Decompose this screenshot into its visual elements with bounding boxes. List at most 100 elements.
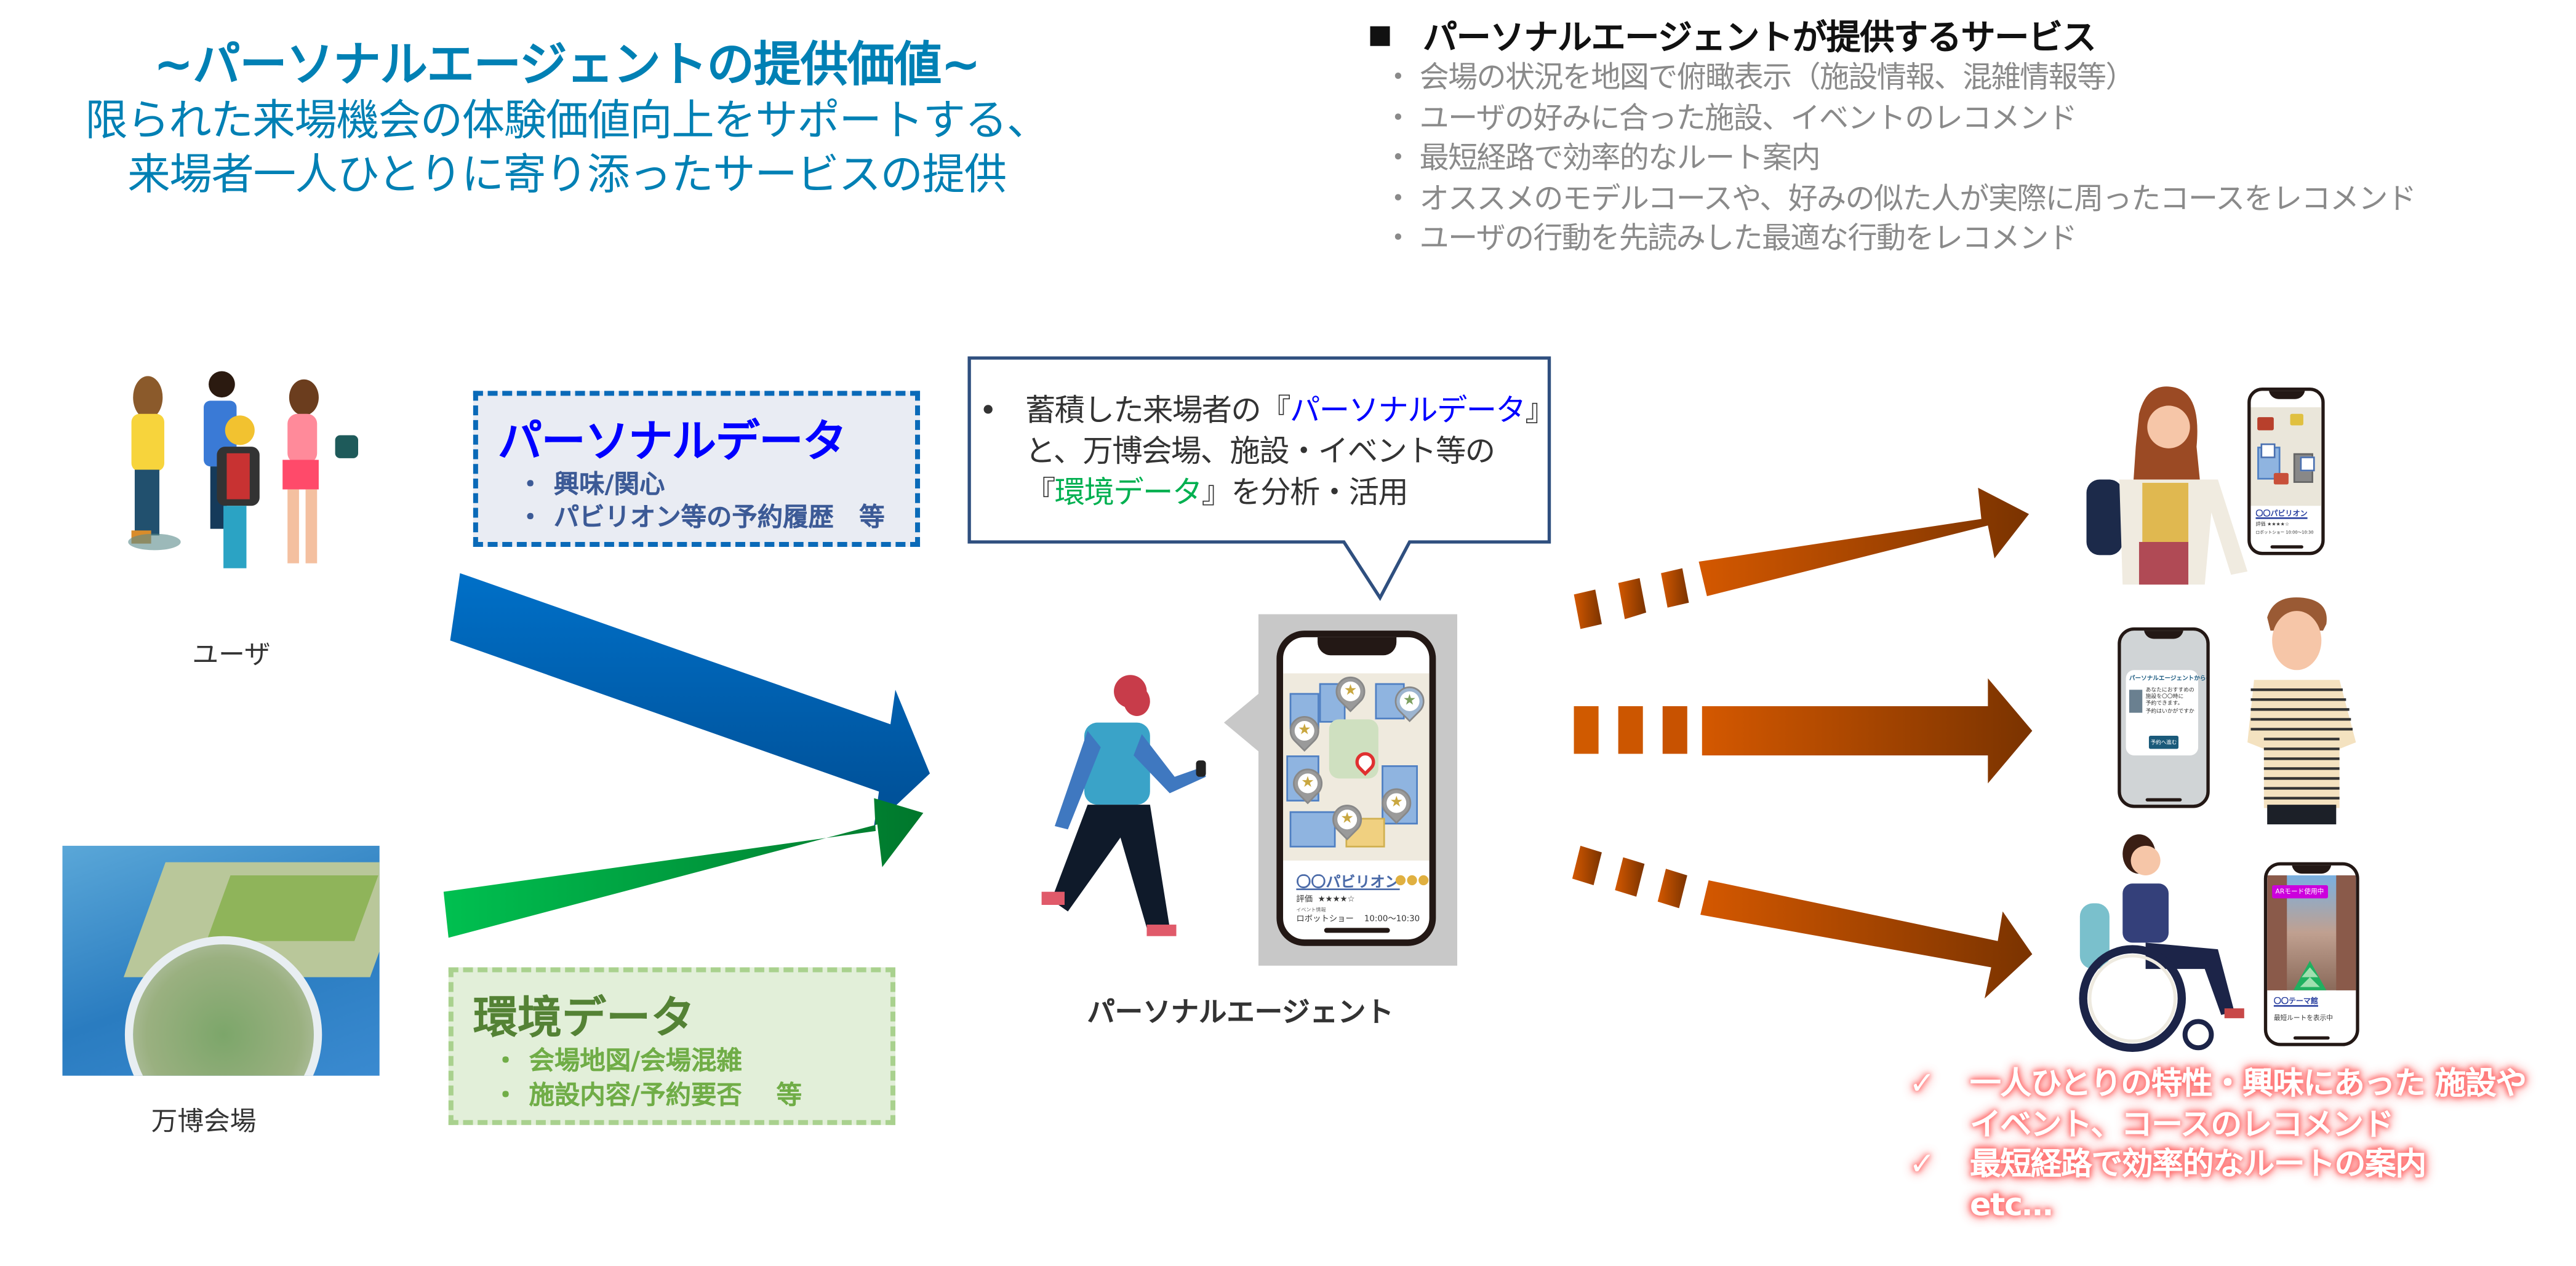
analysis-text: •蓄積した来場者の『パーソナルデータ』 と、万博会場、施設・イベント等の 『環境… bbox=[979, 391, 1556, 514]
orange-arrow-bottom bbox=[1572, 845, 2033, 999]
service-item: ・ユーザの行動を先読みした最適な行動をレコメンド bbox=[1383, 220, 2415, 260]
home-indicator bbox=[2293, 1036, 2330, 1040]
benefit-text: 最短経路で効率的なルートの案内 bbox=[1969, 1146, 2426, 1183]
crowded-marker-icon bbox=[2273, 472, 2289, 485]
subtitle-line: 来場者一人ひとりに寄り添ったサービスの提供 bbox=[127, 151, 1007, 201]
crowd-level-icon: ●●● bbox=[1394, 872, 1430, 887]
venue-caption: 万博会場 bbox=[151, 1105, 257, 1137]
ar-camera-view: ARモード使用中 bbox=[2267, 875, 2356, 990]
rating-label: 評価 bbox=[2255, 520, 2266, 527]
building-right bbox=[2336, 875, 2356, 990]
personal-data-highlight: パーソナルデータ bbox=[1290, 394, 1526, 429]
benefits-list: ✓ 一人ひとりの特性・興味にあった 施設や イベント、コースのレコメンド ✓ 最短経… bbox=[1909, 1064, 2527, 1225]
item-text: 会場地図/会場混雑 bbox=[529, 1046, 742, 1076]
service-text: 最短経路で効率的なルート案内 bbox=[1419, 141, 1821, 176]
moderate-marker-icon bbox=[2290, 413, 2303, 426]
person-yellow-icon bbox=[128, 376, 181, 551]
proceed-to-reservation-button[interactable]: 予約へ進む bbox=[2148, 736, 2179, 749]
crowded-marker-icon bbox=[2257, 417, 2274, 431]
text: 蓄積した来場者の『 bbox=[1025, 394, 1291, 429]
bullet: ・ bbox=[1383, 221, 1413, 257]
home-indicator bbox=[2270, 545, 2303, 549]
services-heading-text: パーソナルエージェントが提供するサービス bbox=[1422, 18, 2097, 58]
walking-man-illustration bbox=[1041, 675, 1206, 936]
square-bullet-icon bbox=[1370, 26, 1390, 46]
empty-marker-icon bbox=[2300, 456, 2315, 472]
environment-data-title: 環境データ bbox=[473, 993, 695, 1045]
destination-link[interactable]: 〇〇テーマ館 bbox=[2273, 998, 2318, 1007]
users-illustration bbox=[128, 371, 358, 568]
event-time: 10:00～10:30 bbox=[1364, 915, 1420, 925]
phone-notch bbox=[2292, 865, 2332, 874]
benefit-item-continuation: イベント、コースのレコメンド bbox=[1969, 1106, 2394, 1142]
phone-notch bbox=[2143, 631, 2184, 639]
orange-arrow-top bbox=[1574, 487, 2030, 629]
bullet: ・ bbox=[1383, 101, 1413, 136]
analysis-line: と、万博会場、施設・イベント等の bbox=[1025, 435, 1495, 470]
agent-label: パーソナルエージェント bbox=[1087, 997, 1394, 1030]
empty-marker-icon bbox=[2260, 443, 2276, 458]
bullet: • bbox=[979, 394, 997, 429]
benefit-etc: etc… bbox=[1969, 1186, 2053, 1223]
rating-stars: ★★★★☆ bbox=[2267, 520, 2290, 527]
proposal-phone: パーソナルエージェントからの提案 あなたにおすすめの 施設を〇〇時に 予約できま… bbox=[2118, 627, 2210, 808]
personal-data-item: ・パビリオン等の予約履歴 等 bbox=[518, 501, 885, 533]
environment-data-item: ・施設内容/予約要否 等 bbox=[493, 1079, 802, 1113]
phone-notch bbox=[2268, 391, 2305, 399]
dialog-line: 予約できます。 bbox=[2145, 700, 2183, 707]
personal-data-items: ・興味/関心 ・パビリオン等の予約履歴 等 bbox=[518, 468, 885, 534]
event-time: 10:00～10:30 bbox=[2286, 530, 2314, 536]
dialog-line: あなたにおすすめの bbox=[2145, 686, 2194, 693]
page-title: ~パーソナルエージェントの提供価値~ bbox=[153, 36, 981, 92]
phone-callout-pointer bbox=[1223, 690, 1263, 756]
item-text: 施設内容/予約要否 等 bbox=[529, 1080, 802, 1110]
pavilion-name-link[interactable]: 〇〇パビリオン bbox=[1296, 875, 1400, 892]
venue-map[interactable]: ★ ★ ★ ★ ★ ★ bbox=[1283, 673, 1430, 861]
bullet: ・ bbox=[1383, 60, 1413, 95]
event-label: イベント情報 bbox=[1296, 906, 1326, 914]
person-green-jacket-icon bbox=[217, 415, 260, 568]
service-item: ・ユーザの好みに合った施設、イベントのレコメンド bbox=[1383, 100, 2415, 140]
analysis-bubble bbox=[967, 356, 1551, 602]
bullet: ・ bbox=[517, 502, 543, 532]
services-heading: パーソナルエージェントが提供するサービス bbox=[1370, 12, 2097, 61]
rating-row: 評価 ★★★★☆ bbox=[2255, 520, 2289, 527]
check-icon: ✓ bbox=[1909, 1065, 1935, 1102]
event-name: ロボットショー bbox=[1296, 915, 1354, 925]
bullet: ・ bbox=[1383, 181, 1413, 217]
ar-navigation-phone: ARモード使用中 〇〇テーマ館 最短ルートを表示中 bbox=[2263, 862, 2359, 1046]
home-indicator bbox=[2145, 798, 2182, 802]
proposal-dialog: パーソナルエージェントからの提案 あなたにおすすめの 施設を〇〇時に 予約できま… bbox=[2126, 670, 2206, 756]
analysis-line: • 蓄積した来場者の『パーソナルデータ』 bbox=[979, 391, 1556, 432]
service-text: ユーザの行動を先読みした最適な行動をレコメンド bbox=[1419, 221, 2078, 257]
environment-data-highlight: 環境データ bbox=[1054, 476, 1203, 511]
service-text: 会場の状況を地図で俯瞰表示（施設情報、混雑情報等） bbox=[1419, 60, 2135, 95]
bullet: ・ bbox=[517, 469, 543, 500]
event-name: ロボットショー bbox=[2255, 530, 2285, 536]
dialog-title: パーソナルエージェントからの提案 bbox=[2129, 675, 2206, 682]
agent-phone: ★ ★ ★ ★ ★ ★ 〇〇パビリオン ●●● 評価 ★★★★☆ イベント情報 … bbox=[1276, 631, 1436, 946]
environment-data-item: ・会場地図/会場混雑 bbox=[493, 1045, 802, 1079]
event-row: ロボットショー 10:00～10:30 bbox=[2255, 529, 2314, 536]
person-pink-icon bbox=[282, 379, 358, 563]
text: 』を分析・活用 bbox=[1201, 476, 1409, 511]
rating-row: 評価 ★★★★☆ bbox=[1296, 893, 1354, 905]
environment-data-items: ・会場地図/会場混雑 ・施設内容/予約要否 等 bbox=[493, 1045, 802, 1113]
pavilion-name-link[interactable]: 〇〇パビリオン bbox=[2255, 511, 2308, 519]
service-item: ・最短経路で効率的なルート案内 bbox=[1383, 140, 2415, 180]
benefit-text: 一人ひとりの特性・興味にあった 施設や bbox=[1969, 1065, 2527, 1102]
rating-label: 評価 bbox=[1296, 894, 1313, 906]
service-item: ・オススメのモデルコースや、好みの似た人が実際に周ったコースをレコメンド bbox=[1383, 180, 2417, 220]
route-status: 最短ルートを表示中 bbox=[2273, 1013, 2333, 1022]
benefit-item: ✓ 一人ひとりの特性・興味にあった 施設や bbox=[1909, 1064, 2527, 1104]
service-text: オススメのモデルコースや、好みの似た人が実際に周ったコースをレコメンド bbox=[1419, 181, 2417, 217]
rating-stars: ★★★★☆ bbox=[1318, 894, 1355, 906]
recommendation-phone: 〇〇パビリオン 評価 ★★★★☆ ロボットショー 10:00～10:30 bbox=[2247, 388, 2325, 555]
crowd-map[interactable] bbox=[2250, 407, 2322, 506]
environment-data-box: 環境データ ・会場地図/会場混雑 ・施設内容/予約要否 等 bbox=[448, 967, 895, 1125]
phone-notch bbox=[1316, 637, 1396, 656]
subtitle-line: 限られた来場機会の体験価値向上をサポートする、 bbox=[85, 97, 1049, 146]
text: 』 bbox=[1525, 394, 1555, 429]
dialog-body: あなたにおすすめの 施設を〇〇時に 予約できます。 予約はいかがですか bbox=[2146, 687, 2194, 714]
